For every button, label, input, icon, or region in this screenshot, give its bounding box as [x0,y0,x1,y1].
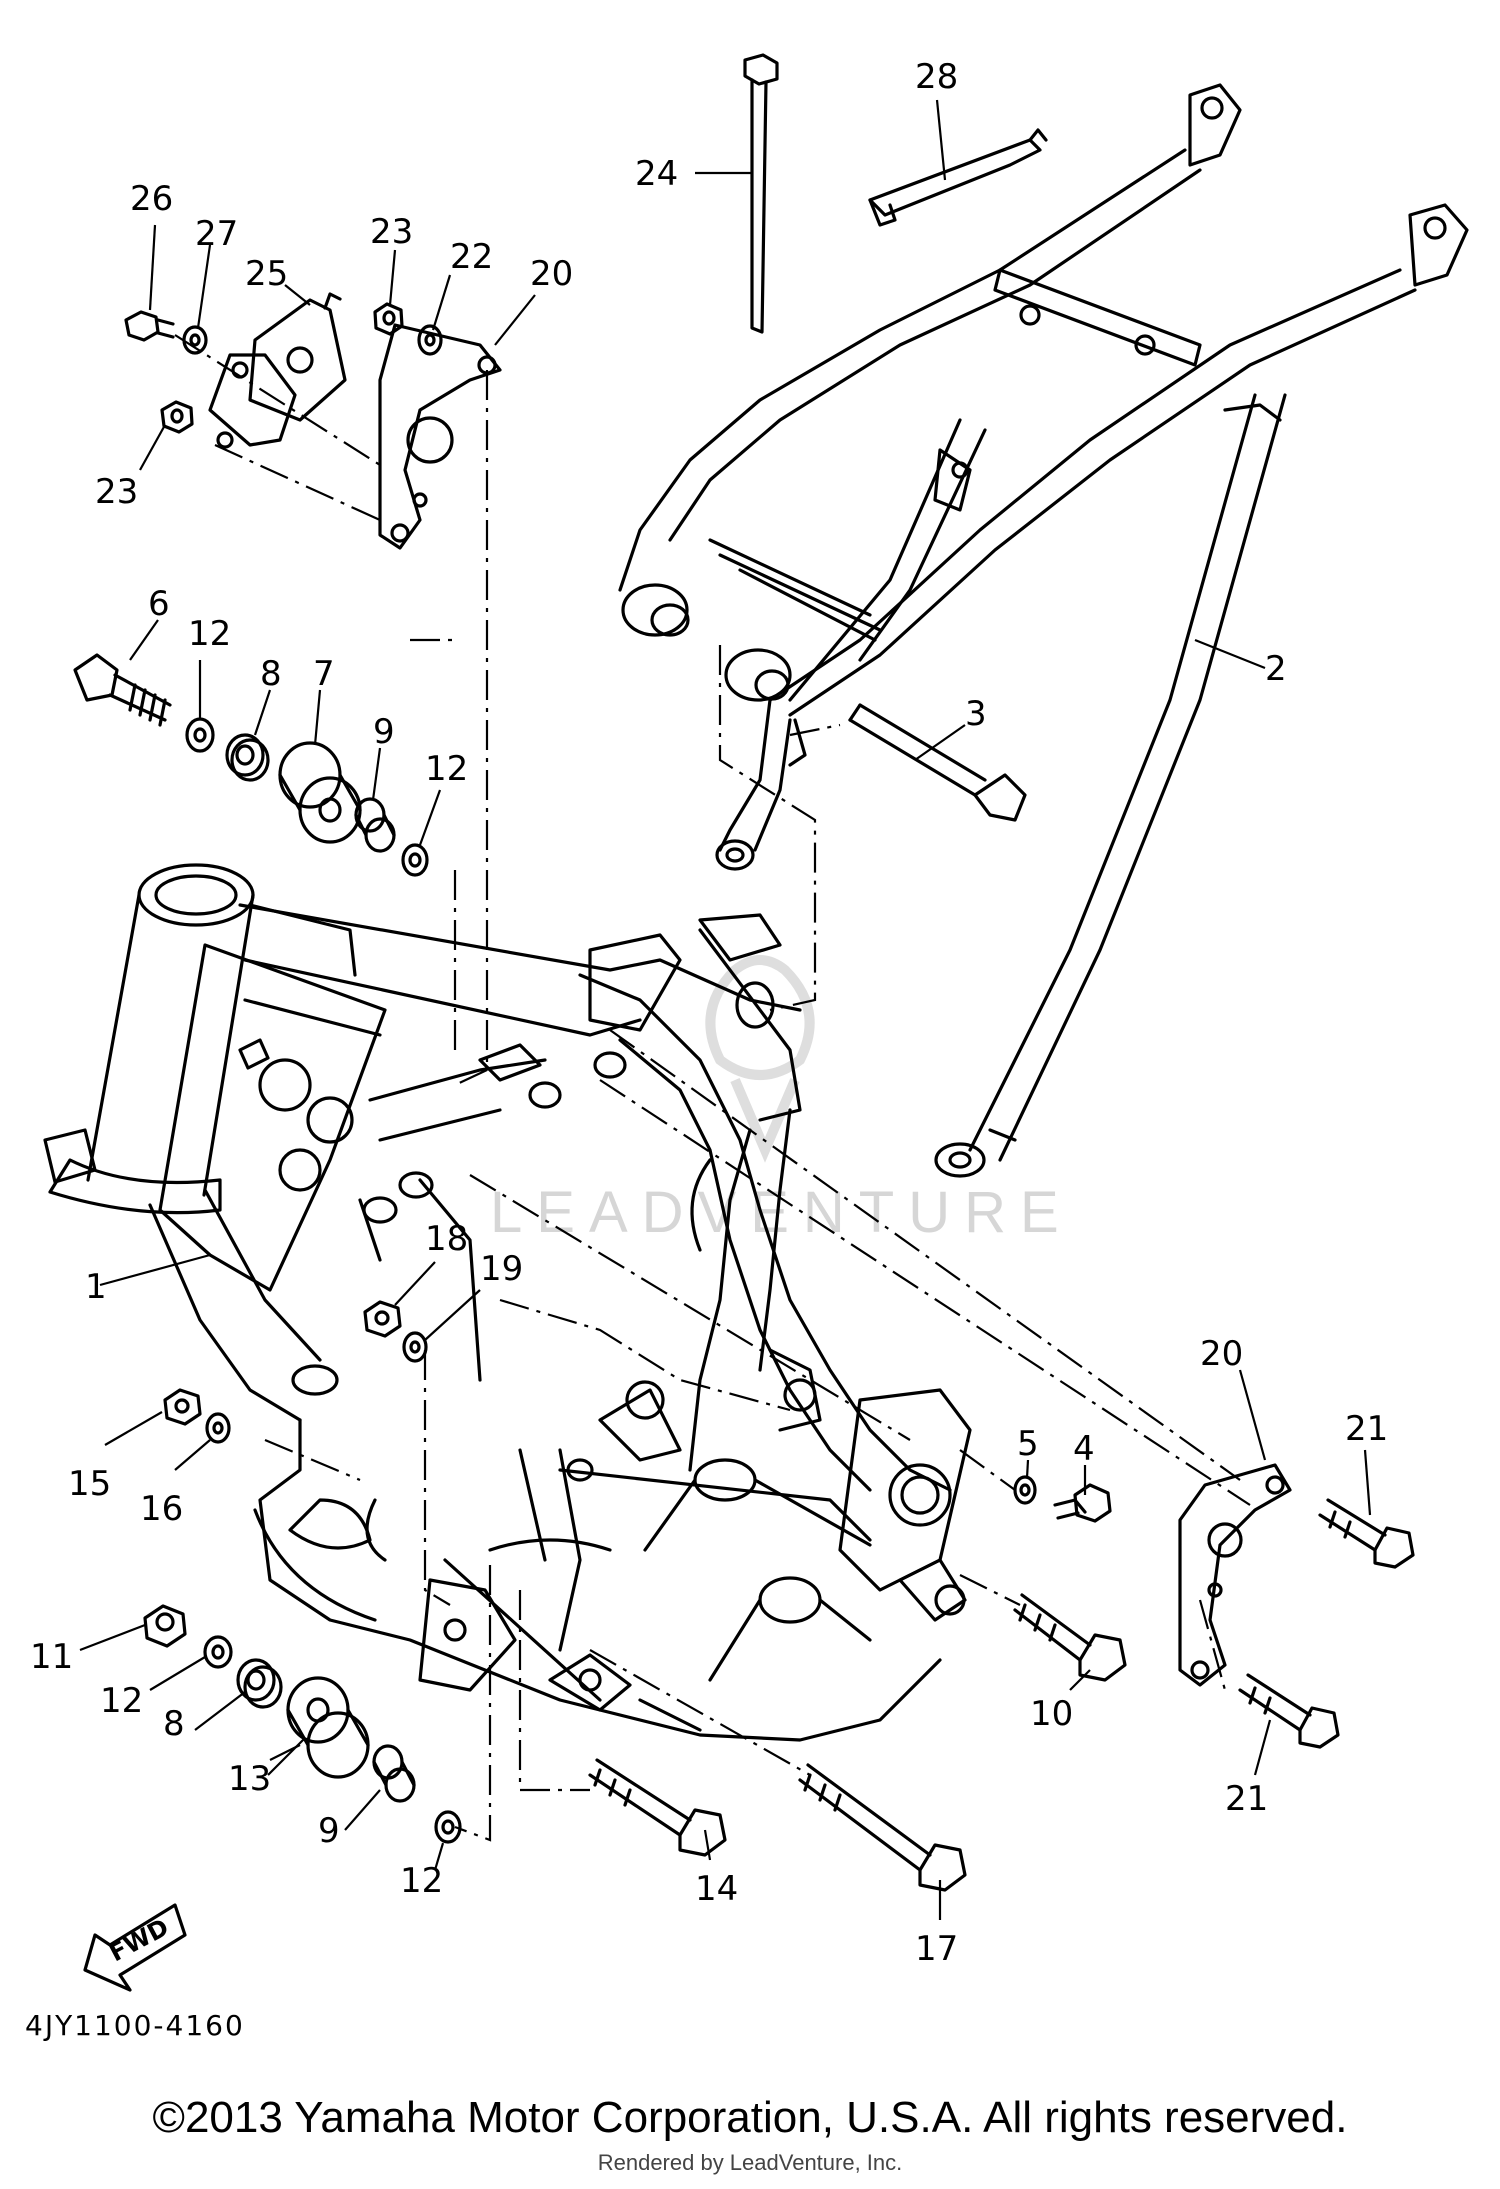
washer-16 [205,1412,231,1444]
callout-14: 14 [695,1869,738,1909]
bolt-26 [124,310,175,342]
plate-left [208,353,297,449]
callout-12-c: 12 [100,1681,143,1721]
washer-27 [182,325,208,355]
nut-15 [163,1388,202,1426]
collar-8-top [225,733,270,782]
bolt-6 [73,653,172,727]
collar-9-top [354,797,396,853]
engine-bracket-lower [1178,1463,1292,1687]
callout-27: 27 [195,214,238,254]
washer-5 [1013,1475,1037,1505]
callout-23-left: 23 [95,472,138,512]
bolt-17 [798,1763,967,1892]
watermark: LEADVENTURE [490,955,1059,1245]
bolt-10 [1013,1593,1127,1682]
washer-22 [417,324,443,356]
callout-1: 1 [85,1267,107,1307]
nut-18 [363,1300,402,1338]
callout-5: 5 [1017,1424,1039,1464]
callout-22: 22 [450,237,493,277]
bolt-21-lower [1238,1673,1340,1749]
nut-23-left [160,400,194,434]
collar-8-bottom [236,1658,283,1709]
washer-19 [402,1331,428,1363]
callout-4: 4 [1073,1429,1095,1469]
fwd-label: FWD [105,1913,174,1967]
alignment-lines [174,334,1251,1842]
callout-21-top: 21 [1345,1409,1388,1449]
callout-15: 15 [68,1464,111,1504]
nut-11 [143,1604,187,1648]
callout-26: 26 [130,179,173,219]
callout-12-a: 12 [188,614,231,654]
callout-7: 7 [313,654,335,694]
callout-19: 19 [480,1249,523,1289]
callout-12-b: 12 [425,749,468,789]
bolt-3 [848,703,1027,822]
nut-23-top [373,302,404,336]
callout-24: 24 [635,154,678,194]
callout-28: 28 [915,57,958,97]
main-frame [43,863,972,1742]
damper-7 [278,741,362,844]
callout-25: 25 [245,254,288,294]
fwd-arrow-icon: FWD [83,1903,187,1992]
bolt-4 [1053,1483,1112,1523]
callout-3: 3 [965,694,987,734]
callout-11: 11 [30,1637,73,1677]
bolt-21-upper [1318,1498,1415,1569]
callout-2: 2 [1265,649,1287,689]
rear-frame [618,83,1469,1178]
callout-8-top: 8 [260,654,282,694]
collar-9-bottom [372,1744,416,1803]
callout-9-bottom: 9 [318,1811,340,1851]
callouts: 1 2 3 4 5 6 7 8 8 9 9 10 11 12 12 12 12 … [30,57,1388,1969]
washer-12-lower-left [203,1635,233,1669]
callout-20-bottom: 20 [1200,1334,1243,1374]
rendered-by-notice: Rendered by LeadVenture, Inc. [597,2150,903,2175]
washer-12-lower-right [434,1810,462,1844]
callout-9-top: 9 [373,712,395,752]
callout-17: 17 [915,1929,958,1969]
callout-18: 18 [425,1219,468,1259]
washer-12-top [185,717,215,753]
cable-tie-24 [743,53,779,334]
callout-13: 13 [228,1759,271,1799]
washer-12-upper-right [401,843,429,877]
copyright-notice: ©2013 Yamaha Motor Corporation, U.S.A. A… [152,2093,1348,2142]
callout-23-top: 23 [370,212,413,252]
strap-28 [868,128,1048,227]
leader-lines [79,99,1372,1920]
diagram-code: 4JY1100-4160 [25,2009,245,2042]
callout-10: 10 [1030,1694,1073,1734]
callout-20-top: 20 [530,254,573,294]
damper-13 [286,1676,370,1779]
callout-12-d: 12 [400,1861,443,1901]
callout-21-bottom: 21 [1225,1779,1268,1819]
bracket-25 [248,292,347,422]
callout-16: 16 [140,1489,183,1529]
bolt-14 [588,1758,727,1857]
callout-8-bottom: 8 [163,1704,185,1744]
callout-6: 6 [148,584,170,624]
engine-bracket-upper [378,323,502,550]
